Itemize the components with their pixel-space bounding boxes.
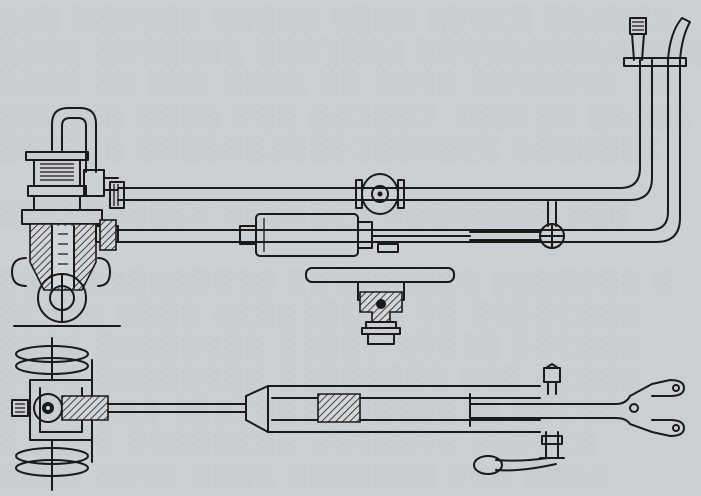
plan-rod bbox=[469, 383, 653, 433]
plan-view bbox=[11, 337, 685, 491]
left-discs bbox=[15, 337, 89, 491]
lower-pipe bbox=[99, 59, 681, 243]
side-clamp bbox=[11, 257, 111, 323]
plan-coupling bbox=[61, 395, 247, 421]
plan-valve bbox=[539, 363, 565, 459]
gooseneck-head bbox=[51, 107, 119, 197]
upper-pipe bbox=[117, 59, 653, 201]
pipe-terminals bbox=[623, 17, 691, 67]
handle-grip bbox=[473, 455, 557, 475]
nozzle-body bbox=[29, 219, 119, 291]
fork-end bbox=[651, 379, 685, 437]
plan-hub bbox=[33, 393, 63, 423]
plan-cylinder bbox=[245, 385, 541, 433]
union-fitting bbox=[109, 181, 125, 209]
spindle-nut-stack bbox=[21, 151, 103, 225]
detail-fitting bbox=[305, 267, 455, 345]
cylinder bbox=[239, 213, 471, 257]
sight-glass bbox=[355, 173, 405, 215]
stop-valve bbox=[469, 201, 565, 249]
side-nut bbox=[11, 399, 29, 417]
elevation-view bbox=[11, 17, 691, 327]
